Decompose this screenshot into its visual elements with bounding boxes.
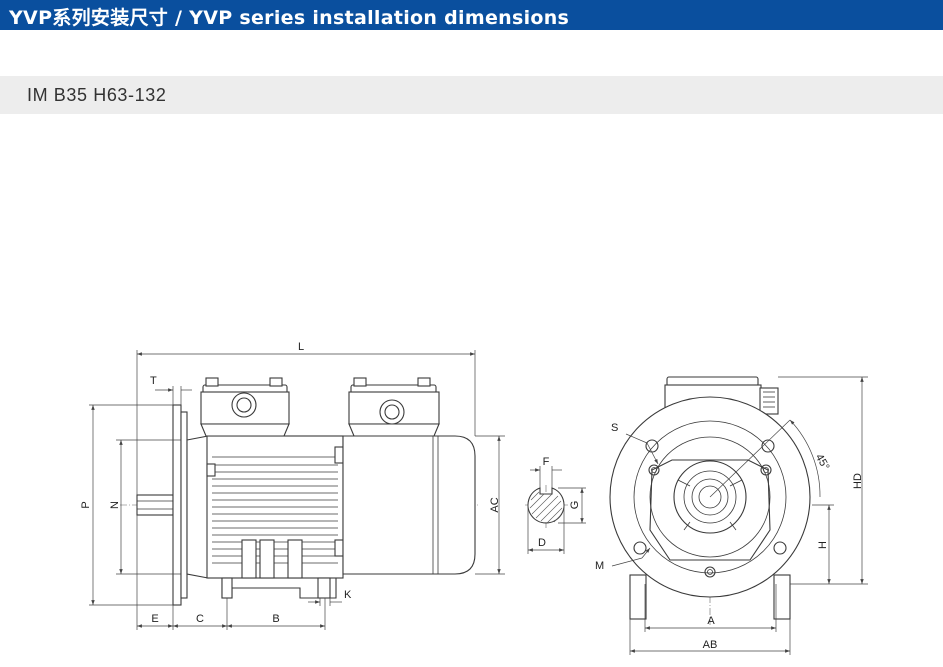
angle-label-45: 45°	[813, 452, 832, 472]
threaded-hole	[760, 464, 772, 476]
dim-label-AC: AC	[489, 497, 501, 512]
side-view: L T P N AC E C B	[80, 341, 505, 630]
dim-label-AB: AB	[703, 639, 718, 651]
threaded-hole	[648, 464, 660, 476]
dim-label-E: E	[151, 613, 158, 625]
title-bar: YVP系列安装尺寸 / YVP series installation dime…	[0, 0, 943, 30]
dim-label-L: L	[298, 341, 304, 353]
dim-label-F: F	[543, 456, 550, 468]
mounting-feet	[207, 539, 343, 599]
flange-hole	[761, 439, 775, 453]
dim-label-A: A	[707, 615, 715, 627]
dim-label-B: B	[272, 613, 279, 625]
end-shield-rim	[649, 459, 771, 561]
dim-label-K: K	[344, 589, 352, 601]
end-view: S M 45° HD H A AB	[595, 376, 868, 655]
flange-spigot	[180, 411, 188, 599]
threaded-hole	[704, 566, 716, 578]
end-foot-left	[629, 574, 647, 620]
model-label: IM B35 H63-132	[27, 85, 167, 105]
shaft-section: F G D	[525, 456, 586, 554]
terminal-box-1	[200, 377, 290, 437]
flange	[172, 404, 182, 606]
dim-label-M: M	[595, 560, 604, 572]
page-title: YVP系列安装尺寸 / YVP series installation dime…	[9, 7, 570, 29]
dim-label-N: N	[109, 501, 121, 509]
dim-label-HD: HD	[852, 473, 864, 489]
cooling-fins	[212, 456, 338, 564]
rear-housing	[342, 435, 476, 575]
dim-label-C: C	[196, 613, 204, 625]
dim-label-S: S	[611, 422, 618, 434]
dim-label-D: D	[538, 537, 546, 549]
end-cable-gland	[759, 387, 779, 415]
end-foot-right	[773, 574, 791, 620]
frame-boss-rear-lower	[334, 539, 344, 557]
dim-label-P: P	[80, 501, 92, 508]
terminal-box-2	[348, 377, 440, 437]
dim-label-H: H	[817, 541, 829, 549]
shaft	[136, 494, 174, 516]
dim-label-G: G	[569, 501, 581, 510]
flange-hole	[773, 541, 787, 555]
front-end-shield	[186, 435, 209, 579]
model-bar: IM B35 H63-132	[0, 76, 943, 114]
dim-label-T: T	[150, 375, 157, 387]
frame-boss-top	[206, 463, 216, 477]
shaft-cross-section	[527, 487, 565, 524]
frame-boss-rear	[334, 446, 344, 464]
